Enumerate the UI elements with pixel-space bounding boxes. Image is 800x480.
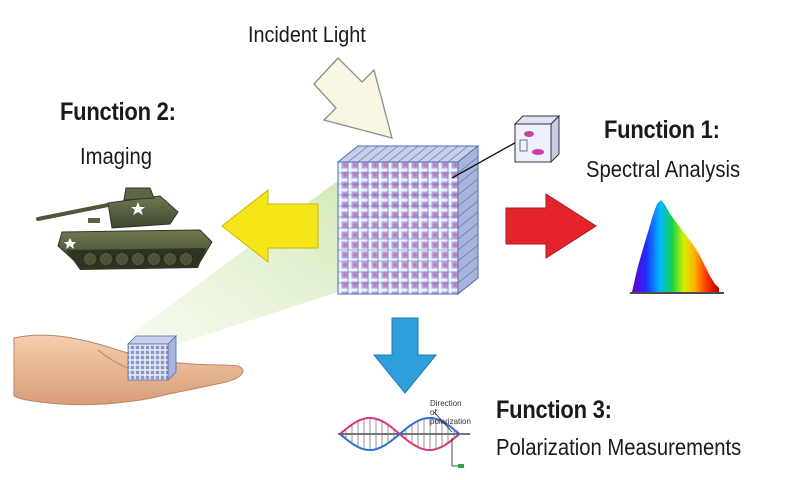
metamaterial-cube — [336, 144, 480, 296]
zoom-pointer-line — [451, 139, 521, 179]
arrow-to-polarization — [372, 317, 438, 394]
polarization-direction-label: Direction of polarization — [430, 399, 471, 426]
function-2-subtitle: Imaging — [80, 143, 153, 169]
hand-with-cube — [13, 334, 244, 420]
arrow-to-spectral — [505, 193, 597, 259]
function-2-title: Function 2: — [60, 98, 176, 126]
spectrum-icon — [630, 200, 724, 294]
tank-icon — [36, 187, 213, 270]
function-1-subtitle: Spectral Analysis — [586, 156, 741, 182]
incident-light-arrow — [313, 57, 393, 139]
function-3-subtitle: Polarization Measurements — [496, 434, 742, 460]
function-3-title: Function 3: — [496, 396, 612, 424]
polarization-wave-icon — [338, 411, 470, 468]
arrow-to-imaging — [221, 188, 319, 264]
incident-light-label: Incident Light — [248, 22, 366, 47]
function-1-title: Function 1: — [604, 116, 720, 144]
unit-cell-zoom — [513, 114, 561, 164]
